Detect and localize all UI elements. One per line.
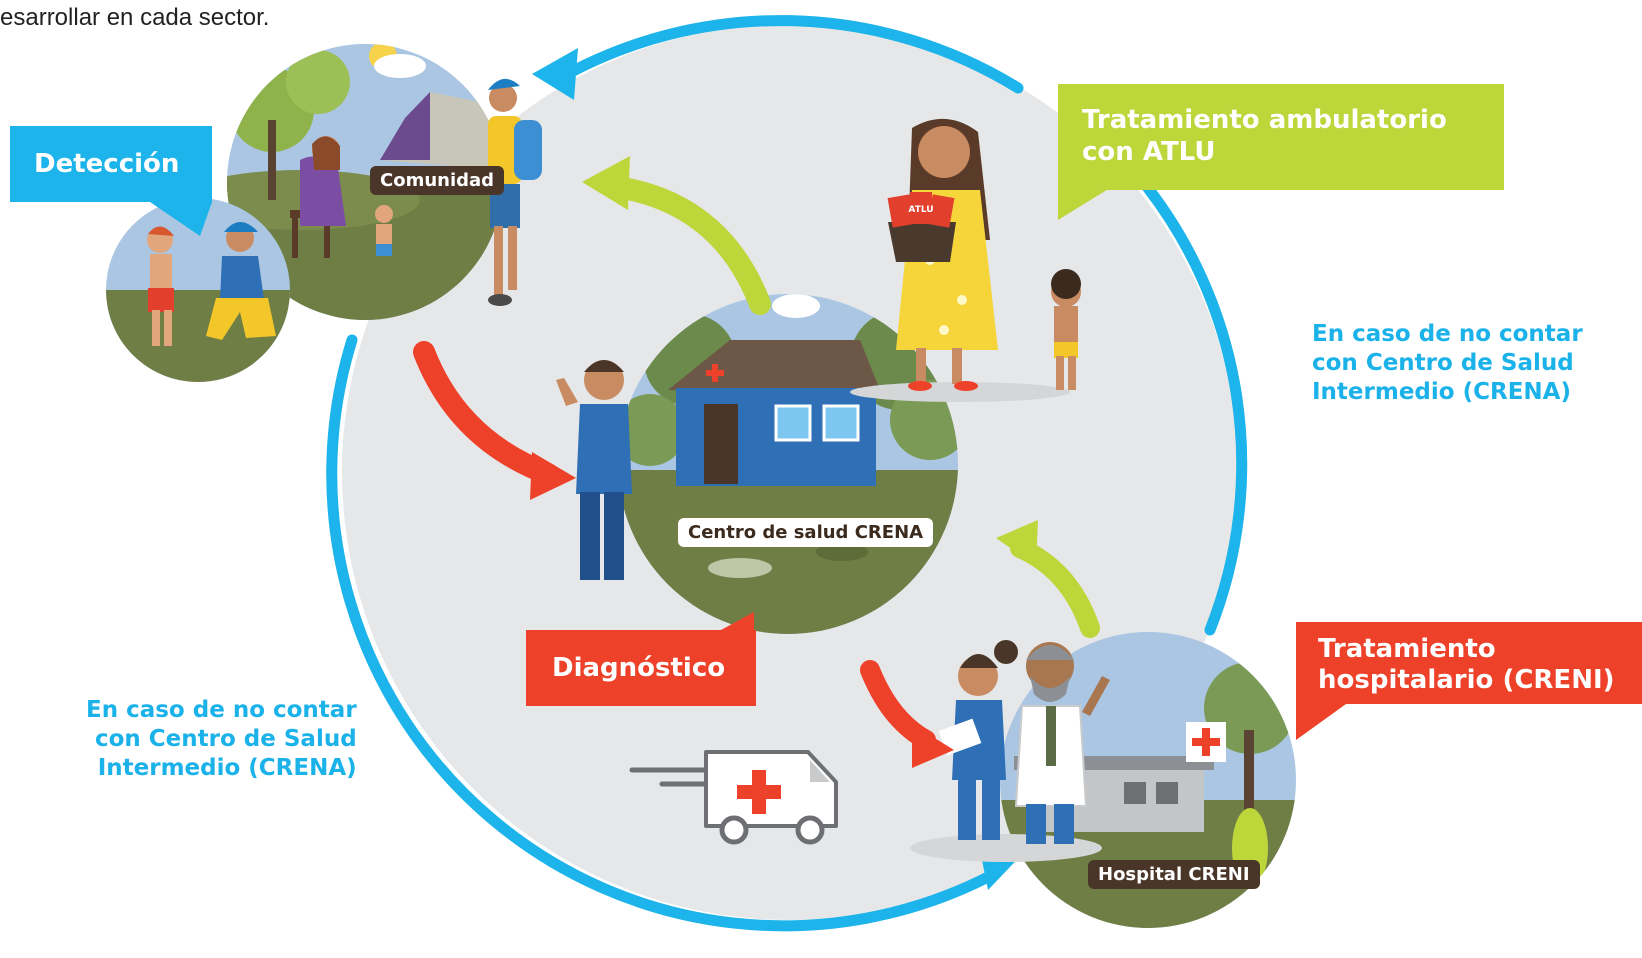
hospital-label-line2: hospitalario (CRENI) bbox=[1318, 665, 1615, 695]
diagnosis-label: Diagnóstico bbox=[552, 653, 726, 683]
detection-label: Detección bbox=[34, 149, 180, 179]
note-right-line2: con Centro de Salud bbox=[1312, 350, 1574, 376]
outpatient-label-line1: Tratamiento ambulatorio bbox=[1082, 105, 1447, 135]
outpatient-label-line2: con ATLU bbox=[1082, 137, 1216, 167]
comunidad-label: Comunidad bbox=[370, 166, 505, 195]
note-right-line1: En caso de no contar bbox=[1312, 321, 1583, 347]
referral-arrowhead-crena bbox=[530, 452, 576, 500]
return-arrow-to-community bbox=[599, 175, 771, 315]
return-arrowhead-crena bbox=[996, 520, 1038, 566]
outpatient-callout: Tratamiento ambulatorio con ATLU bbox=[1058, 84, 1504, 190]
note-left: En caso de no contar con Centro de Salud… bbox=[86, 696, 357, 783]
referral-arrowhead-hospital bbox=[912, 724, 954, 768]
cycle-arc-top bbox=[554, 15, 1024, 94]
outpatient-family: ATLU bbox=[850, 118, 1081, 402]
cycle-arrows bbox=[326, 15, 1248, 932]
diagnosis-callout: Diagnóstico bbox=[526, 630, 756, 706]
hospital-callout: Tratamiento hospitalario (CRENI) bbox=[1296, 622, 1642, 704]
cycle-arc-right bbox=[1134, 172, 1248, 636]
intro-text: esarrollar en cada sector. bbox=[0, 4, 270, 31]
detection-callout: Detección bbox=[10, 126, 212, 202]
return-arrowhead-community bbox=[582, 156, 630, 210]
ambulance-icon bbox=[629, 750, 838, 845]
note-right: En caso de no contar con Centro de Salud… bbox=[1312, 320, 1583, 407]
hospital-scene bbox=[910, 632, 1296, 928]
note-right-line3: Intermedio (CRENA) bbox=[1312, 379, 1571, 405]
note-left-line1: En caso de no contar bbox=[86, 697, 357, 723]
hospital-label-line1: Tratamiento bbox=[1318, 634, 1496, 664]
cycle-arrowhead-top bbox=[532, 48, 578, 100]
referral-arrow-to-crena bbox=[413, 341, 559, 485]
detection-callout-tail bbox=[150, 202, 212, 236]
outpatient-callout-tail bbox=[1058, 188, 1110, 220]
note-left-line3: Intermedio (CRENA) bbox=[97, 755, 357, 781]
atlu-packet-label: ATLU bbox=[908, 205, 933, 215]
note-left-line2: con Centro de Salud bbox=[94, 726, 357, 752]
creni-label: Hospital CRENI bbox=[1088, 860, 1260, 889]
crena-label: Centro de salud CRENA bbox=[678, 518, 934, 547]
crena-scene bbox=[556, 294, 958, 634]
hospital-callout-tail bbox=[1296, 704, 1346, 740]
cycle-arc-left bbox=[326, 334, 996, 932]
